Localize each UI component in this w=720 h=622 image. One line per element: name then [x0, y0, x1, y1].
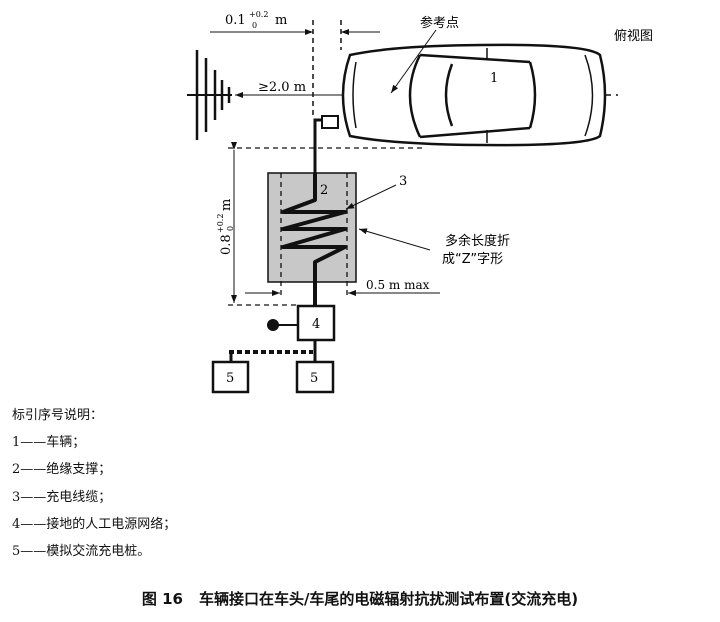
- svg-text:4: 4: [312, 317, 320, 332]
- svg-text:+0.2: +0.2: [216, 214, 225, 233]
- z-note: 多余长度折: [445, 233, 510, 249]
- legend-item: 1——车辆；: [12, 435, 86, 450]
- height-dimension-label: 0.8 +0.2 0 m: [216, 199, 235, 255]
- svg-text:成“Z”字形: 成“Z”字形: [442, 252, 503, 267]
- top-dimension: 0.1 +0.2 0 m: [210, 10, 380, 35]
- svg-text:5: 5: [226, 371, 234, 386]
- legend-item: 2——绝缘支撑；: [12, 462, 112, 477]
- svg-text:m: m: [275, 13, 287, 28]
- artificial-network-box: [296, 304, 336, 342]
- svg-text:0.1: 0.1: [225, 13, 246, 28]
- svg-text:m: m: [219, 199, 234, 211]
- view-label: 俯视图: [614, 28, 653, 44]
- antenna-icon: [187, 50, 232, 140]
- antenna-distance-label: ≥2.0 m: [258, 80, 306, 95]
- charger-box-right: [295, 360, 335, 394]
- vehicle-icon: [341, 43, 607, 147]
- figure-number: 图 16: [141, 590, 183, 608]
- svg-text:5: 5: [310, 371, 318, 386]
- width-dimension-label: 0.5 m max: [366, 278, 430, 292]
- z-folded-cable: [281, 173, 347, 306]
- legend-item: 3——充电线缆；: [12, 490, 112, 505]
- legend-item: 5——模拟交流充电桩。: [12, 544, 151, 559]
- ground-terminal-icon: [267, 319, 279, 331]
- vehicle-inlet: [321, 115, 339, 129]
- legend-title: 标引序号说明：: [12, 408, 104, 423]
- svg-text:+0.2: +0.2: [249, 10, 268, 19]
- svg-text:0: 0: [252, 21, 257, 30]
- charging-cable: [313, 118, 322, 193]
- reference-point-label: 参考点: [420, 15, 459, 31]
- support-number: 2: [320, 183, 328, 198]
- legend-item: 4——接地的人工电源网络；: [12, 517, 177, 532]
- cable-number: 3: [399, 174, 407, 189]
- vehicle-number: 1: [490, 71, 498, 86]
- figure-caption: 图 16 车辆接口在车头/车尾的电磁辐射抗扰测试布置(交流充电): [0, 588, 720, 609]
- figure-title: 车辆接口在车头/车尾的电磁辐射抗扰测试布置(交流充电): [198, 590, 579, 608]
- svg-text:0.8: 0.8: [219, 234, 234, 255]
- charger-box-left: [211, 360, 250, 394]
- svg-text:0: 0: [226, 226, 235, 231]
